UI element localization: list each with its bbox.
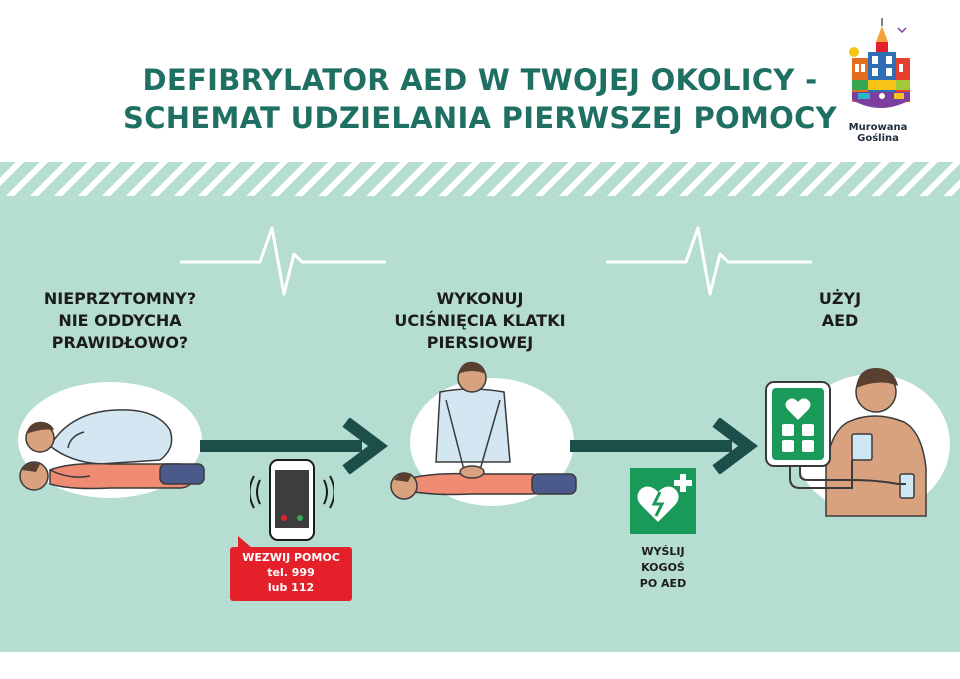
aed-sign-icon — [630, 468, 696, 534]
step-1-line-1: NIEPRZYTOMNY? — [43, 289, 197, 308]
send-for-aed-line-1: WYŚLIJ — [641, 545, 685, 558]
arrow-right-icon — [570, 418, 758, 474]
call-help-callout: WEZWIJ POMOC tel. 999 lub 112 — [230, 547, 352, 601]
step-1-label: NIEPRZYTOMNY? NIE ODDYCHA PRAWIDŁOWO? — [20, 288, 220, 354]
step-2-label: WYKONUJ UCIŚNIĘCIA KLATKI PIERSIOWEJ — [370, 288, 590, 354]
step-3-label: UŻYJ AED — [780, 288, 900, 332]
step-2-line-2: UCIŚNIĘCIA KLATKI — [394, 311, 566, 330]
arrow-right-icon — [200, 418, 388, 474]
call-help-callout-tail — [238, 536, 252, 548]
page-title-line-2: SCHEMAT UDZIELANIA PIERWSZEJ POMOCY — [123, 101, 837, 135]
heartbeat-line-icon — [606, 226, 812, 296]
smartphone-icon — [250, 459, 334, 541]
send-for-aed-line-2: KOGOŚ — [641, 561, 685, 574]
call-help-line-2: tel. 999 — [267, 566, 315, 579]
city-logo-icon — [849, 18, 910, 108]
aed-use-illustration — [765, 368, 950, 517]
step-1-line-3: PRAWIDŁOWO? — [51, 333, 189, 352]
step-2-line-3: PIERSIOWEJ — [426, 333, 534, 352]
check-breathing-illustration — [18, 382, 205, 498]
step-2-line-1: WYKONUJ — [436, 289, 524, 308]
chest-compressions-illustration — [390, 361, 577, 506]
step-3-line-1: UŻYJ — [818, 289, 862, 308]
send-for-aed-line-3: PO AED — [639, 577, 687, 590]
call-help-line-1: WEZWIJ POMOC — [242, 551, 340, 564]
step-3-line-2: AED — [821, 311, 859, 330]
step-1-line-2: NIE ODDYCHA — [58, 311, 182, 330]
send-for-aed-label: WYŚLIJ KOGOŚ PO AED — [616, 544, 710, 592]
page-title-line-1: DEFIBRYLATOR AED W TWOJEJ OKOLICY - — [142, 63, 818, 97]
heartbeat-line-icon — [180, 226, 386, 296]
logo-text-line-1: Murowana — [848, 122, 908, 133]
striped-divider — [0, 162, 960, 196]
logo-text-line-2: Goślina — [857, 133, 899, 144]
call-help-line-3: lub 112 — [267, 581, 315, 594]
